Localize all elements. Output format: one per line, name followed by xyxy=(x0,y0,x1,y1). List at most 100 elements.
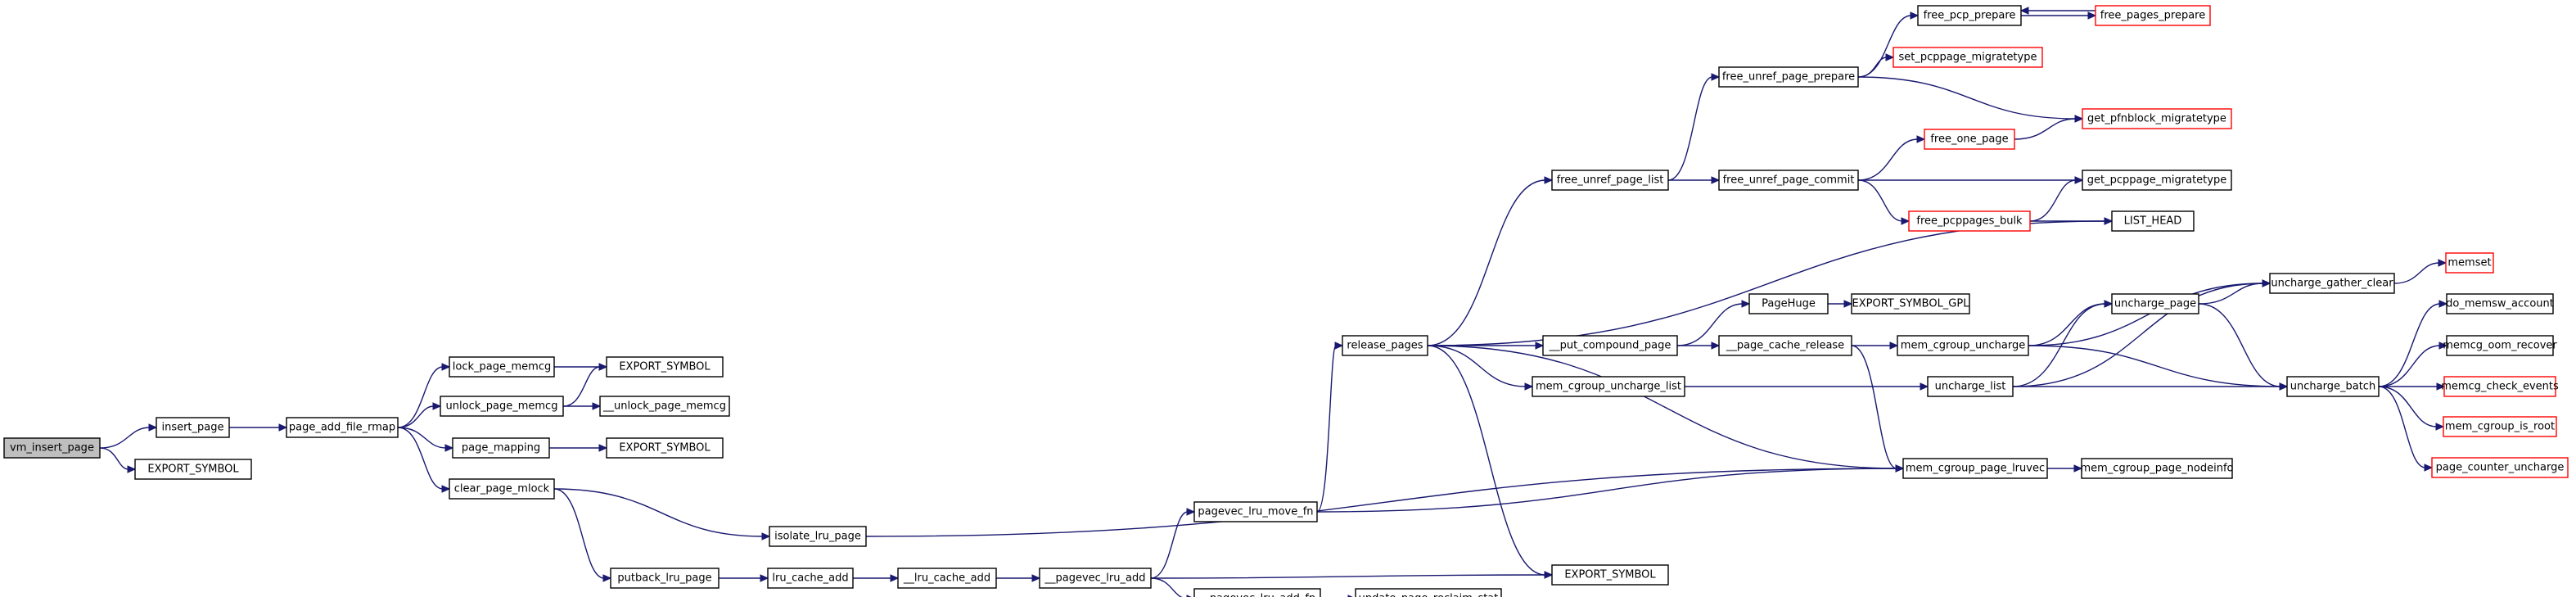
node-memcg-check-events[interactable]: memcg_check_events xyxy=(2441,376,2559,397)
node-box xyxy=(156,417,230,438)
node-pagevec-lru-move-fn[interactable]: pagevec_lru_move_fn xyxy=(1193,501,1318,522)
node-LIST-HEAD[interactable]: LIST_HEAD xyxy=(2111,210,2195,232)
node-uncharge-gather-clear[interactable]: uncharge_gather_clear xyxy=(2269,273,2395,294)
node---put-compound-page[interactable]: __put_compound_page xyxy=(1542,335,1678,356)
node-label: __pagevec_lru_add xyxy=(1044,572,1146,585)
node-uncharge-batch[interactable]: uncharge_batch xyxy=(2286,376,2380,397)
node-box xyxy=(2269,273,2395,294)
edge-unlock_page_memcg-to-export_symbol_b xyxy=(562,366,601,407)
node-label: __put_compound_page xyxy=(1549,340,1671,352)
arrowhead-uncharge_page xyxy=(2104,300,2114,308)
arrowhead-uncharge_list xyxy=(1920,382,1929,391)
node-label: mem_cgroup_is_root xyxy=(2445,421,2555,433)
node-mem-cgroup-uncharge[interactable]: mem_cgroup_uncharge xyxy=(1897,335,2029,356)
node-export-symbol-d[interactable]: EXPORT_SYMBOL xyxy=(1551,564,1669,586)
node-lru-cache-add[interactable]: lru_cache_add xyxy=(767,568,854,589)
node-label: mem_cgroup_uncharge xyxy=(1901,340,2025,352)
node---pagevec-lru-add-fn[interactable]: __pagevec_lru_add_fn xyxy=(1193,588,1321,597)
node-label: __page_cache_release xyxy=(1726,340,1844,352)
node-lock-page-memcg[interactable]: lock_page_memcg xyxy=(449,356,555,378)
node-vm-insert-page[interactable]: vm_insert_page xyxy=(3,437,101,459)
node-label: memset xyxy=(2447,257,2491,269)
node---page-cache-release[interactable]: __page_cache_release xyxy=(1718,335,1852,356)
node-free-unref-page-prepare[interactable]: free_unref_page_prepare xyxy=(1718,66,1859,88)
node-label: uncharge_list xyxy=(1935,381,2006,393)
node-putback-lru-page[interactable]: putback_lru_page xyxy=(610,568,720,589)
node-page-add-file-rmap[interactable]: page_add_file_rmap xyxy=(286,417,399,438)
node-release-pages[interactable]: release_pages xyxy=(1342,335,1428,356)
node-label: memcg_check_events xyxy=(2441,381,2559,393)
arrowhead-release_pages xyxy=(1334,341,1344,350)
node-label: release_pages xyxy=(1347,340,1423,352)
node-memcg-oom-recover[interactable]: memcg_oom_recover xyxy=(2443,335,2557,356)
node---pagevec-lru-add[interactable]: __pagevec_lru_add xyxy=(1039,568,1152,589)
node-mem-cgroup-page-lruvec[interactable]: mem_cgroup_page_lruvec xyxy=(1902,458,2048,479)
node-update-page-reclaim-stat[interactable]: update_page_reclaim_stat xyxy=(1355,588,1502,597)
node---lru-cache-add[interactable]: __lru_cache_add xyxy=(897,568,997,589)
node-label: lock_page_memcg xyxy=(453,361,551,373)
arrowhead-mem_cgroup_page_lruvec xyxy=(1895,464,1905,473)
edge-mem_cgroup_uncharge-to-uncharge_batch xyxy=(2028,345,2281,387)
edge-free_unref_page_commit-to-free_one_page xyxy=(1857,138,1919,181)
node-mem-cgroup-is-root[interactable]: mem_cgroup_is_root xyxy=(2443,416,2557,437)
arrowhead-do_memsw_account xyxy=(2438,300,2448,308)
node-free-pcp-prepare[interactable]: free_pcp_prepare xyxy=(1917,5,2022,26)
node-set-pcppage-migratetype[interactable]: set_pcppage_migratetype xyxy=(1893,47,2043,68)
node-box xyxy=(2111,210,2195,232)
arrowhead-get_pcppage_migratetype xyxy=(2074,176,2084,184)
node-free-unref-page-commit[interactable]: free_unref_page_commit xyxy=(1718,170,1859,191)
node-mem-cgroup-page-nodeinfo[interactable]: mem_cgroup_page_nodeinfo xyxy=(2080,458,2234,479)
node-box xyxy=(449,356,555,378)
node-box xyxy=(1718,170,1859,191)
node-uncharge-list[interactable]: uncharge_list xyxy=(1927,376,2014,397)
edge-free_unref_page_prepare-to-get_pfnblock_migratetype xyxy=(1857,76,2077,120)
arrowhead-memcg_oom_recover xyxy=(2438,341,2448,350)
node-free-pages-prepare[interactable]: free_pages_prepare xyxy=(2095,5,2211,26)
node-clear-page-mlock[interactable]: clear_page_mlock xyxy=(449,478,555,500)
node-box xyxy=(1718,66,1859,88)
node-mem-cgroup-uncharge-list[interactable]: mem_cgroup_uncharge_list xyxy=(1532,376,1685,397)
node-label: __lru_cache_add xyxy=(903,572,990,585)
edge-free_unref_page_commit-to-free_pcppages_bulk xyxy=(1857,179,1903,222)
node-insert-page[interactable]: insert_page xyxy=(156,417,230,438)
node-box xyxy=(2095,5,2211,26)
node-free-pcppages-bulk[interactable]: free_pcppages_bulk xyxy=(1908,210,2031,232)
node-free-unref-page-list[interactable]: free_unref_page_list xyxy=(1551,170,1669,191)
edge-isolate_lru_page-to-mem_cgroup_page_lruvec xyxy=(865,468,1897,537)
arrowhead-mem_cgroup_is_root xyxy=(2435,423,2445,431)
node-uncharge-page[interactable]: uncharge_page xyxy=(2111,293,2199,314)
node-free-one-page[interactable]: free_one_page xyxy=(1924,129,2015,150)
node-box xyxy=(1542,335,1678,356)
node-box xyxy=(134,459,252,480)
node---unlock-page-memcg[interactable]: __unlock_page_memcg xyxy=(599,396,730,417)
node-get-pfnblock-migratetype[interactable]: get_pfnblock_migratetype xyxy=(2082,108,2232,129)
arrowhead-free_pcp_prepare xyxy=(2019,7,2029,15)
arrowhead-export_symbol_c xyxy=(598,444,608,452)
node-label: page_add_file_rmap xyxy=(289,422,395,434)
arrowhead-LIST_HEAD xyxy=(2104,217,2114,225)
node-get-pcppage-migratetype[interactable]: get_pcppage_migratetype xyxy=(2082,170,2232,191)
node-label: uncharge_batch xyxy=(2290,381,2375,393)
node-unlock-page-memcg[interactable]: unlock_page_memcg xyxy=(440,396,564,417)
edge-page_add_file_rmap-to-unlock_page_memcg xyxy=(397,405,435,428)
node-page-counter-uncharge[interactable]: page_counter_uncharge xyxy=(2431,457,2569,478)
node-box xyxy=(1355,588,1502,597)
edge-free_one_page-to-get_pfnblock_migratetype xyxy=(2014,118,2077,140)
arrowhead-set_pcppage_migratetype xyxy=(1885,53,1895,61)
arrowhead-free_pcp_prepare xyxy=(1910,11,1920,20)
node-label: free_unref_page_prepare xyxy=(1722,71,1855,84)
node-export-symbol-c[interactable]: EXPORT_SYMBOL xyxy=(606,437,724,459)
node-PageHuge[interactable]: PageHuge xyxy=(1748,293,1829,314)
node-label: isolate_lru_page xyxy=(774,531,861,543)
node-export-symbol-a[interactable]: EXPORT_SYMBOL xyxy=(134,459,252,480)
edge-free_unref_page_prepare-to-free_pcp_prepare xyxy=(1857,15,1912,78)
node-do-memsw-account[interactable]: do_memsw_account xyxy=(2446,293,2554,314)
arrowhead-get_pfnblock_migratetype xyxy=(2074,115,2084,123)
node-isolate-lru-page[interactable]: isolate_lru_page xyxy=(769,526,867,547)
arrowhead-unlock_page_memcg xyxy=(432,402,442,410)
node-export-symbol-b[interactable]: EXPORT_SYMBOL xyxy=(606,356,724,378)
node-page-mapping[interactable]: page_mapping xyxy=(452,437,550,459)
node-EXPORT-SYMBOL-GPL[interactable]: EXPORT_SYMBOL_GPL xyxy=(1851,293,1970,314)
node-memset[interactable]: memset xyxy=(2445,252,2494,274)
arrowhead-putback_lru_page xyxy=(602,574,612,582)
